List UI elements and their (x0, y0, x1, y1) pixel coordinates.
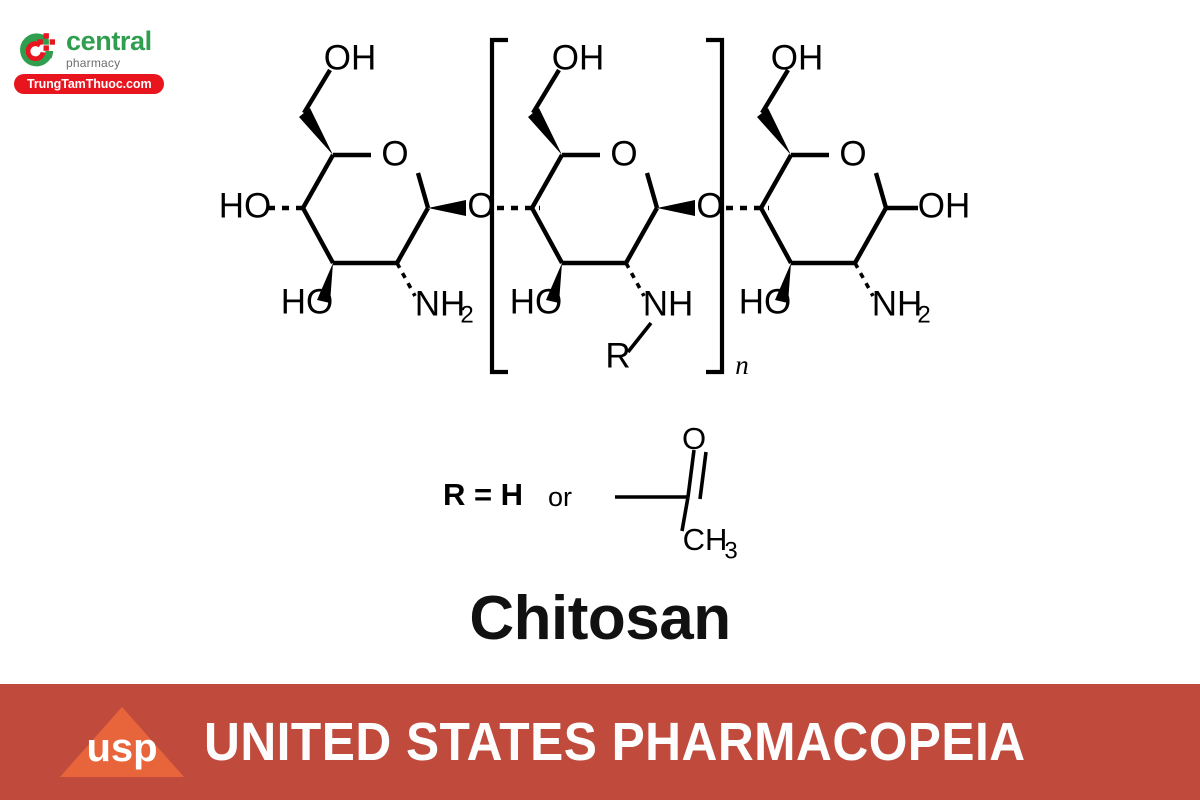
hydroxymethyl-oh-label-middle: OH (552, 38, 605, 77)
hydroxymethyl-oh-label-left: OH (324, 38, 377, 77)
amine-subscript-right: 2 (917, 301, 930, 328)
chitosan-structure-diagram: .bond { stroke:#000; stroke-width:4.4; f… (219, 37, 971, 564)
r-group-label-middle: R (605, 336, 630, 375)
c3-hydroxyl-label-left: HO (281, 282, 334, 321)
sugar-unit-middle: O OH HO NH R O (510, 38, 769, 375)
sugar-unit-left: O OH HO HO NH 2 O (219, 38, 540, 328)
amine-label-left: NH (415, 284, 466, 323)
carbonyl-oxygen-label: O (682, 421, 706, 456)
methyl-subscript: 3 (724, 537, 737, 564)
c4-hydroxyl-label-left: HO (219, 186, 272, 225)
usp-banner-title: UNITED STATES PHARMACOPEIA (204, 712, 1026, 772)
ring-oxygen-label-left: O (381, 134, 408, 173)
amine-label-right: NH (872, 284, 923, 323)
brand-logo[interactable]: central pharmacy TrungTamThuoc.com (8, 22, 198, 102)
amide-nitrogen-label-middle: NH (643, 284, 694, 323)
c3-hydroxyl-label-middle: HO (510, 282, 563, 321)
usp-banner: usp UNITED STATES PHARMACOPEIA (0, 684, 1200, 800)
ring-oxygen-label-right: O (839, 134, 866, 173)
r-equals-h-label: R = H (443, 477, 523, 512)
or-conjunction-label: or (548, 482, 572, 512)
r-group-definition: R = H or O CH 3 (443, 421, 738, 564)
ring-oxygen-label-middle: O (610, 134, 637, 173)
usp-logo-icon: usp (60, 707, 184, 777)
brand-name-secondary: pharmacy (66, 56, 121, 70)
sugar-unit-right: O OH HO NH 2 OH (739, 38, 971, 328)
compound-title: Chitosan (469, 584, 731, 653)
glycosidic-oxygen-label-2: O (696, 186, 723, 225)
c3-hydroxyl-label-right: HO (739, 282, 792, 321)
repeat-unit-brackets: n (489, 37, 749, 380)
brand-name-primary: central (66, 26, 152, 56)
brand-website-label: TrungTamThuoc.com (27, 77, 152, 91)
methyl-label: CH (683, 522, 728, 557)
brand-wordmark: central pharmacy (66, 26, 196, 70)
brand-website-badge[interactable]: TrungTamThuoc.com (14, 74, 165, 94)
usp-logo-text: usp (86, 726, 157, 770)
central-pharmacy-c-cross-icon (20, 33, 55, 67)
terminal-hydroxyl-label-right: OH (918, 186, 971, 225)
hydroxymethyl-oh-label-right: OH (771, 38, 824, 77)
repeat-subscript-n: n (735, 350, 749, 380)
amine-subscript-left: 2 (460, 301, 473, 328)
